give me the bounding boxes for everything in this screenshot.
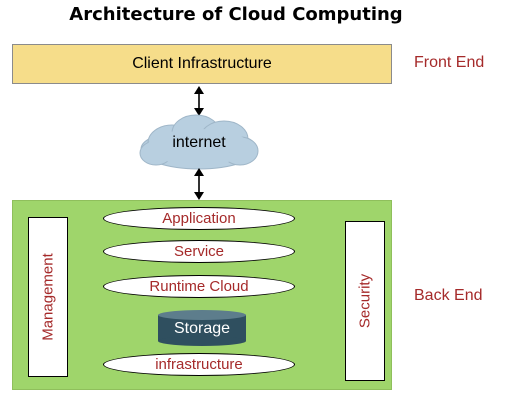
back-end-label: Back End xyxy=(414,287,483,304)
cloud-icon xyxy=(139,114,259,170)
infrastructure-layer: infrastructure xyxy=(103,353,295,376)
management-box: Management xyxy=(28,217,68,377)
diagram-title: Architecture of Cloud Computing xyxy=(69,4,403,25)
front-end-label: Front End xyxy=(414,54,485,71)
management-label: Management xyxy=(39,253,57,341)
service-label: Service xyxy=(173,243,225,260)
double-arrow-icon xyxy=(194,168,204,200)
application-label: Application xyxy=(162,210,236,227)
storage-label: Storage xyxy=(173,320,231,337)
double-arrow-icon xyxy=(194,86,204,116)
client-infrastructure-box: Client Infrastructure xyxy=(12,44,392,84)
runtime-cloud-layer: Runtime Cloud xyxy=(103,275,295,298)
client-infrastructure-label: Client Infrastructure xyxy=(132,55,272,72)
infrastructure-label: infrastructure xyxy=(155,356,243,373)
security-label: Security xyxy=(356,273,374,329)
internet-label: internet xyxy=(172,134,226,151)
application-layer: Application xyxy=(103,207,295,230)
runtime-cloud-label: Runtime Cloud xyxy=(149,278,249,295)
storage-cylinder-icon xyxy=(158,310,246,346)
security-box: Security xyxy=(345,221,385,381)
service-layer: Service xyxy=(103,240,295,263)
